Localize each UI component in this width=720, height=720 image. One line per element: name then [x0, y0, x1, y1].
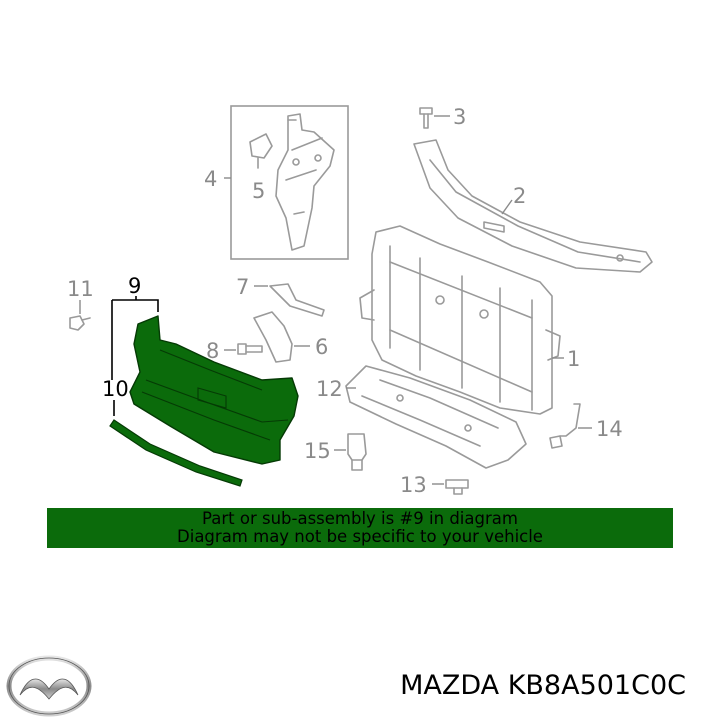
- callout-11: 11: [67, 277, 94, 301]
- part-5-bracket: [249, 133, 273, 169]
- callout-12: 12: [316, 377, 343, 401]
- part-11-clip: [69, 315, 91, 331]
- part-12-lower-deflector: [345, 365, 527, 469]
- part-13-bolt: [445, 479, 469, 495]
- part-9-shroud: [129, 315, 299, 465]
- banner-line-2: Diagram may not be specific to your vehi…: [177, 527, 543, 546]
- part-4-bracket: [275, 113, 335, 251]
- inset-box-4: [230, 105, 349, 260]
- banner-line-1: Part or sub-assembly is #9 in diagram: [202, 509, 518, 528]
- part-15-connector: [347, 433, 367, 471]
- part-6-bracket: [253, 311, 293, 363]
- part-8-bolt: [237, 343, 263, 355]
- part-3-bolt: [419, 107, 433, 129]
- callout-14: 14: [596, 417, 623, 441]
- callout-13: 13: [400, 473, 427, 497]
- callout-5: 5: [252, 179, 265, 203]
- part-number-label: MAZDA KB8A501C0C: [400, 670, 686, 701]
- mazda-logo-icon: [6, 655, 92, 717]
- callout-4: 4: [204, 167, 217, 191]
- part-7-bracket: [269, 283, 325, 317]
- callout-1: 1: [567, 347, 580, 371]
- callout-6: 6: [315, 335, 328, 359]
- info-banner: Part or sub-assembly is #9 in diagram Di…: [47, 508, 673, 548]
- part-10-seal: [109, 419, 243, 487]
- callout-8: 8: [206, 339, 219, 363]
- callout-15: 15: [304, 439, 331, 463]
- callout-2: 2: [513, 184, 526, 208]
- part-1-radiator-support: [359, 225, 561, 415]
- callout-3: 3: [453, 105, 466, 129]
- part-2-upper-rail: [413, 139, 653, 273]
- callout-10: 10: [102, 377, 129, 401]
- part-14-sensor: [549, 403, 581, 449]
- callout-9: 9: [128, 274, 141, 298]
- callout-7: 7: [236, 275, 249, 299]
